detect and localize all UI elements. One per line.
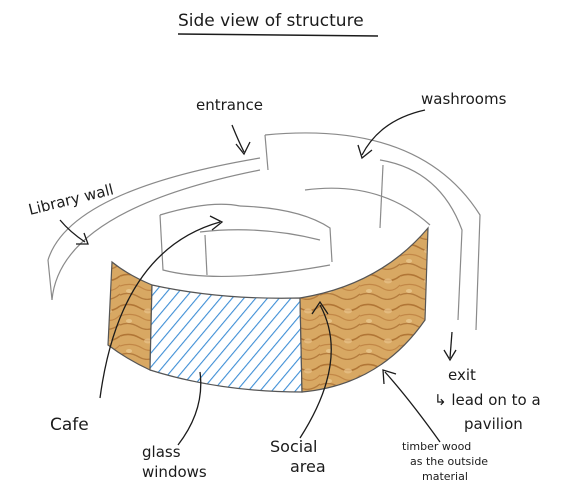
label-glass-windows-1: glass (142, 443, 181, 461)
timber-panel-left (107, 260, 153, 371)
label-timber-1: timber wood (402, 440, 471, 453)
arrow-social-area-head (311, 300, 329, 315)
arrow-exit-head (443, 349, 457, 362)
arrow-entrance (231, 124, 245, 153)
timber-panel-right (299, 226, 429, 393)
main-facade (107, 226, 429, 393)
label-timber-3: material (422, 470, 468, 483)
arrow-washrooms-head (357, 144, 373, 160)
label-library-wall: Library wall (27, 180, 116, 219)
label-social-area-2: area (290, 457, 326, 476)
washroom-wall (264, 132, 481, 331)
arrow-entrance-head (235, 141, 251, 156)
arrow-social-area (299, 304, 332, 439)
arrow-washrooms (361, 109, 426, 156)
glass-windows-panel (149, 284, 303, 393)
label-exit: exit (448, 366, 476, 384)
arrow-cafe-head (209, 215, 224, 231)
label-exit-note-2: pavilion (464, 415, 523, 433)
diagram-title: Side view of structure (178, 11, 364, 31)
label-glass-windows-2: windows (142, 463, 207, 481)
label-cafe: Cafe (50, 415, 89, 435)
arrow-timber-head (382, 369, 397, 385)
arrow-library-wall (59, 219, 86, 243)
title-underline (177, 33, 379, 37)
entrance-inner-walls (159, 203, 333, 278)
arrow-glass-windows (177, 371, 202, 446)
leader-lines (59, 109, 457, 446)
library-wall (47, 157, 261, 301)
arrow-timber (384, 371, 441, 443)
label-entrance: entrance (196, 96, 263, 114)
arrow-cafe (99, 221, 221, 399)
label-social-area-1: Social (270, 437, 317, 456)
arrow-exit (449, 331, 453, 359)
label-washrooms: washrooms (421, 90, 507, 108)
arrow-library-wall-head (76, 232, 89, 245)
label-exit-note-1: ↳ lead on to a (434, 391, 541, 409)
label-timber-2: as the outside (410, 455, 488, 468)
